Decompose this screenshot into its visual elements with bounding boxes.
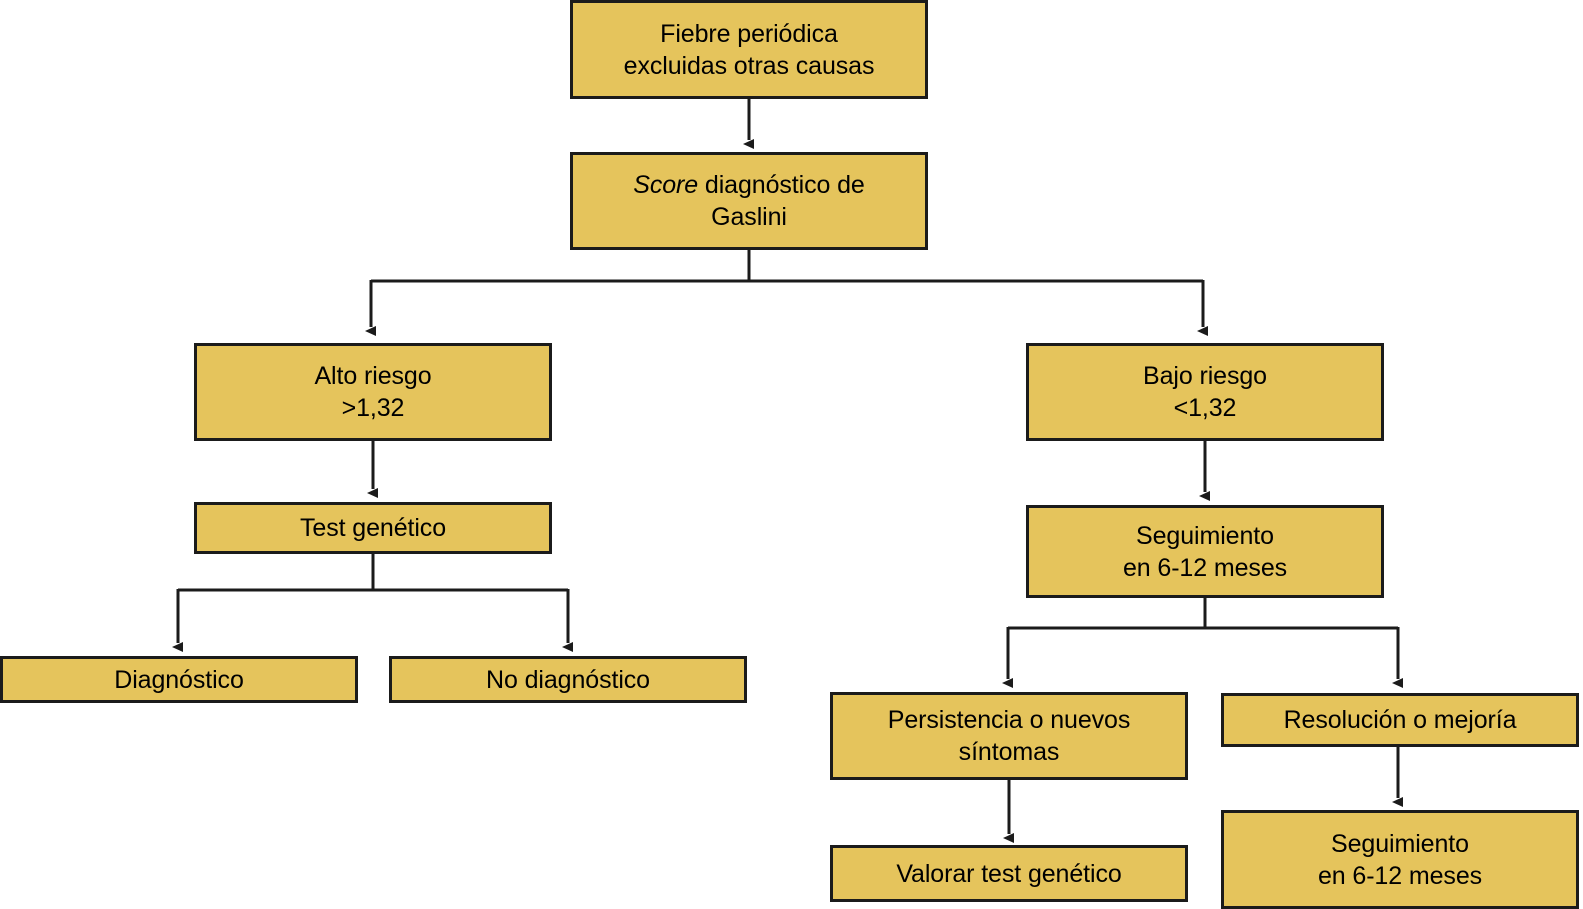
node-resolucion[interactable]: Resolución o mejoría xyxy=(1221,693,1579,747)
node-score-gaslini[interactable]: Score diagnóstico de Gaslini xyxy=(570,152,928,250)
node-fiebre-periodica[interactable]: Fiebre periódica excluidas otras causas xyxy=(570,0,928,99)
edge-score-branch xyxy=(365,249,1208,336)
node-score-gaslini-rest: diagnóstico de xyxy=(698,171,865,199)
node-bajo-riesgo-label: Bajo riesgo <1,32 xyxy=(1143,362,1267,422)
node-test-genetico-label: Test genético xyxy=(299,514,446,542)
node-bajo-riesgo[interactable]: Bajo riesgo <1,32 xyxy=(1026,343,1384,441)
node-seguimiento-1[interactable]: Seguimiento en 6-12 meses xyxy=(1026,505,1384,598)
node-score-gaslini-line2: Gaslini xyxy=(711,203,787,231)
node-score-gaslini-label: Score diagnóstico de Gaslini xyxy=(625,169,873,233)
node-seguimiento-2[interactable]: Seguimiento en 6-12 meses xyxy=(1221,810,1579,909)
edge-test-branch xyxy=(172,553,573,652)
node-seguimiento-2-label: Seguimiento en 6-12 meses xyxy=(1317,829,1483,890)
node-test-genetico[interactable]: Test genético xyxy=(194,502,552,554)
node-persistencia-label: Persistencia o nuevos síntomas xyxy=(887,706,1131,766)
node-persistencia[interactable]: Persistencia o nuevos síntomas xyxy=(830,692,1188,780)
node-diagnostico[interactable]: Diagnóstico xyxy=(0,656,358,703)
edge-seguimiento-branch xyxy=(1002,597,1403,688)
node-seguimiento-1-label: Seguimiento en 6-12 meses xyxy=(1122,521,1288,582)
node-resolucion-label: Resolución o mejoría xyxy=(1283,706,1517,734)
node-alto-riesgo[interactable]: Alto riesgo >1,32 xyxy=(194,343,552,441)
node-diagnostico-label: Diagnóstico xyxy=(114,665,244,694)
node-alto-riesgo-label: Alto riesgo >1,32 xyxy=(314,362,432,422)
node-fiebre-periodica-label: Fiebre periódica excluidas otras causas xyxy=(623,19,875,80)
node-valorar-test-genetico-label: Valorar test genético xyxy=(896,859,1122,888)
node-valorar-test-genetico[interactable]: Valorar test genético xyxy=(830,845,1188,902)
node-no-diagnostico[interactable]: No diagnóstico xyxy=(389,656,747,703)
node-no-diagnostico-label: No diagnóstico xyxy=(486,665,650,694)
node-score-gaslini-emphasis: Score xyxy=(633,171,699,199)
